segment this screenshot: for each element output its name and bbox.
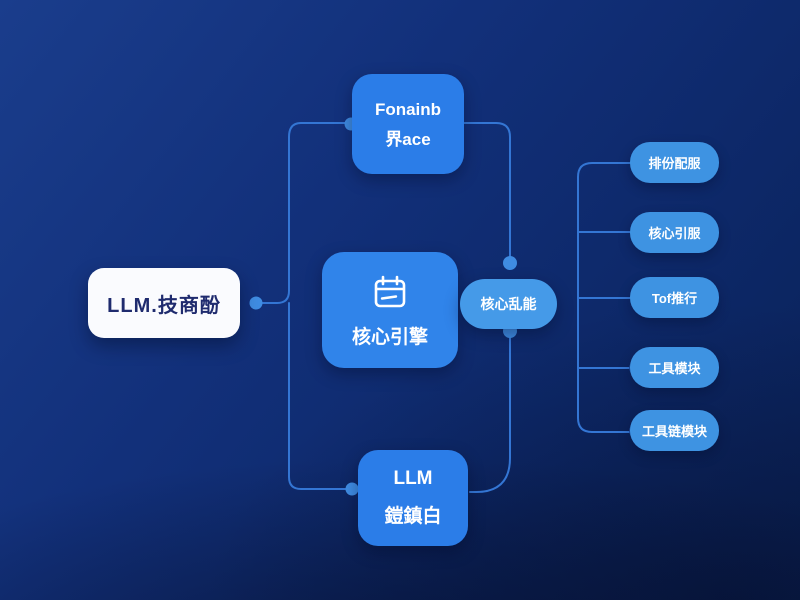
node-label: 核心乱能 <box>480 296 537 312</box>
node-right-pill-5[interactable]: 工具链模块 <box>630 410 719 451</box>
node-dot <box>249 296 263 310</box>
node-llm-output[interactable]: LLM 鎧鎮白 <box>358 450 468 546</box>
connector-leftbox-to-topbox <box>261 122 347 304</box>
node-label-line2: 鎧鎮白 <box>384 506 442 527</box>
connector-midpill-to-bottombox <box>469 336 511 493</box>
node-label: LLM.技商酚 <box>107 294 221 317</box>
node-label-line2: 界ace <box>385 129 431 149</box>
node-label: 工具模块 <box>648 361 701 376</box>
node-core-function-pill[interactable]: 核心乱能 <box>460 279 557 329</box>
node-label: 工具链模块 <box>641 424 707 439</box>
node-label: 核心引擎 <box>351 327 428 348</box>
node-label: 核心引服 <box>648 226 701 241</box>
node-label-line1: Fonainb <box>374 99 442 119</box>
node-right-pill-4[interactable]: 工具模块 <box>630 347 719 388</box>
node-dot <box>345 482 359 496</box>
node-frontend-interface[interactable]: Fonainb 界ace <box>352 74 464 174</box>
node-core-engine[interactable]: 核心引擎 <box>322 252 458 368</box>
node-dot <box>503 256 517 270</box>
node-label: 排份配服 <box>648 156 701 171</box>
connector-trunk-to-bottombox <box>288 302 348 490</box>
connector-topbox-to-midpill <box>463 122 511 258</box>
node-right-pill-3[interactable]: Tof推行 <box>630 277 719 318</box>
calendar-icon <box>374 275 406 308</box>
node-right-pill-1[interactable]: 排份配服 <box>630 142 719 183</box>
node-right-pill-2[interactable]: 核心引服 <box>630 212 719 253</box>
node-llm-source[interactable]: LLM.技商酚 <box>88 268 240 338</box>
node-label-line1: LLM <box>393 468 433 489</box>
node-label: Tof推行 <box>651 291 698 306</box>
